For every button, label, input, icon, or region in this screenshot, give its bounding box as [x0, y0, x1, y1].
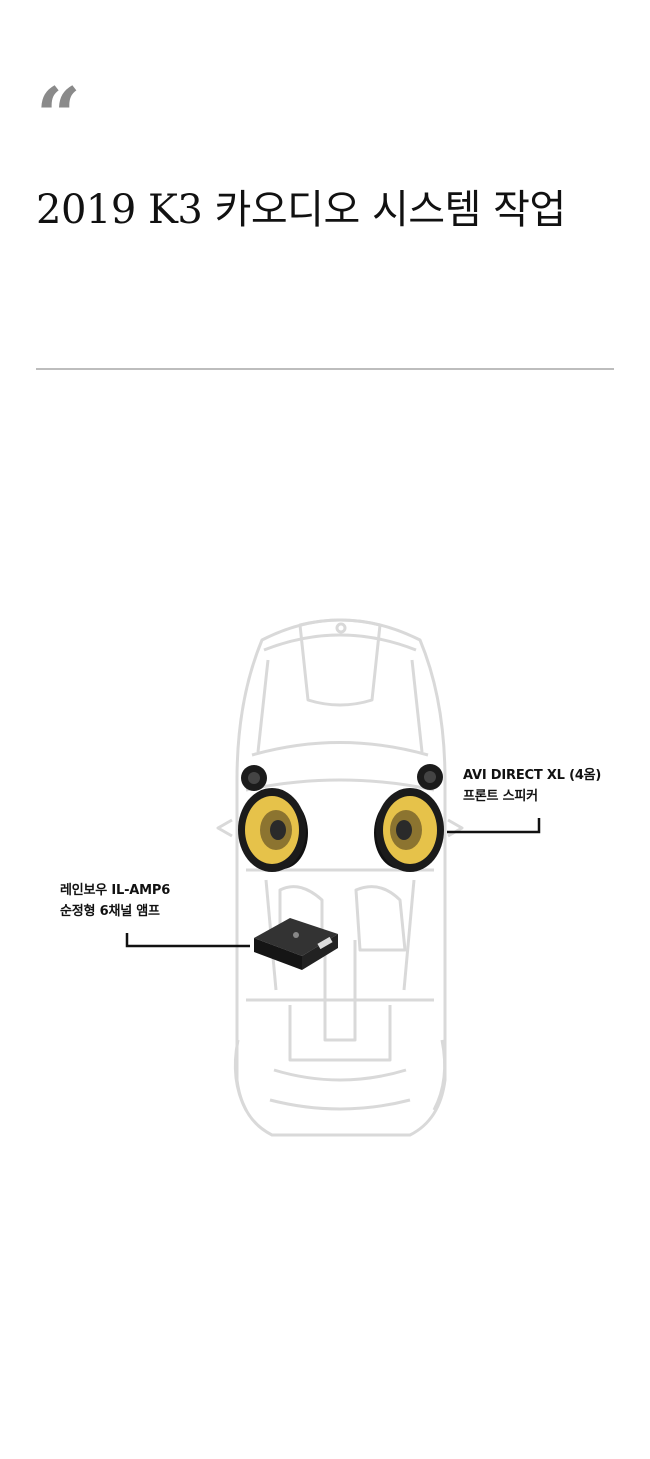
car-outline [216, 618, 464, 1137]
speaker-label-desc: 프론트 스피커 [463, 789, 538, 804]
page-title: 2019 K3 카오디오 시스템 작업 [36, 187, 566, 233]
leader-lines [125, 818, 541, 948]
right-front-speaker [374, 788, 444, 872]
left-tweeter [241, 765, 267, 791]
speaker-label-model: AVI DIRECT XL (4옴) [463, 768, 602, 783]
car-top-view-illustration [125, 618, 541, 1137]
amp-leader-line [125, 933, 250, 948]
amplifier [254, 918, 338, 970]
amp-label-model: 레인보우 IL-AMP6 [60, 883, 171, 898]
left-front-speaker [238, 788, 308, 872]
amp-label: 레인보우 IL-AMP6 순정형 6채널 앰프 [60, 880, 170, 922]
amp-label-desc: 순정형 6채널 앰프 [60, 904, 160, 919]
speaker-leader-line [447, 818, 541, 834]
title-divider [36, 368, 614, 370]
speaker-label: AVI DIRECT XL (4옴) 프론트 스피커 [463, 765, 601, 807]
right-tweeter [417, 764, 443, 790]
car-audio-diagram: AVI DIRECT XL (4옴) 프론트 스피커 레인보우 IL-AMP6 … [0, 380, 650, 1280]
quote-mark-icon: “ [36, 71, 81, 162]
